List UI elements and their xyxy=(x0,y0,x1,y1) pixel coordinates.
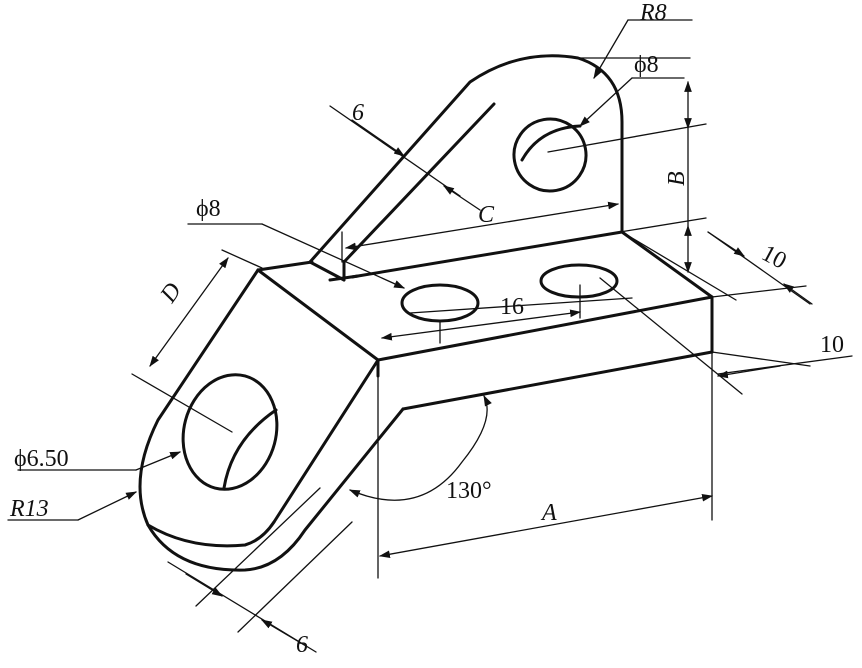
plate-hole-right xyxy=(539,263,619,299)
lug-front-edge xyxy=(342,102,496,264)
plate-top-face xyxy=(256,230,714,362)
label-r13: R13 xyxy=(9,496,49,522)
dimensions: R8 ϕ8 6 B C ϕ8 10 10 16 xyxy=(7,0,853,658)
plate-front-bottom-edge xyxy=(401,350,714,411)
arm-hole xyxy=(181,373,279,491)
label-six-top: 6 xyxy=(352,100,364,126)
inclined-arm-inner xyxy=(272,358,380,524)
upright-lug xyxy=(308,54,624,264)
label-phi8-top: ϕ8 xyxy=(634,52,659,78)
label-angle: 130° xyxy=(446,478,492,504)
construction-lines xyxy=(131,57,811,579)
label-a: A xyxy=(540,500,557,526)
label-ten-bottom: 10 xyxy=(820,332,844,358)
inclined-arm-bottom-curve xyxy=(146,520,276,548)
lug-slot-top xyxy=(308,260,346,282)
label-six-bottom: 6 xyxy=(296,632,308,658)
label-c: C xyxy=(478,202,495,228)
inclined-arm-outer xyxy=(138,268,405,572)
arm-hole-inner xyxy=(222,408,278,490)
label-phi650: ϕ6.50 xyxy=(14,446,69,472)
upright-hole-inner xyxy=(520,124,582,162)
label-sixteen: 16 xyxy=(500,294,524,320)
label-ten-right: 10 xyxy=(757,240,790,274)
plate-hole-left xyxy=(400,283,480,323)
upright-hole xyxy=(512,117,588,193)
label-b: B xyxy=(664,171,690,186)
label-phi8-left: ϕ8 xyxy=(196,196,221,222)
label-d: D xyxy=(155,278,187,308)
label-r8: R8 xyxy=(639,0,667,26)
